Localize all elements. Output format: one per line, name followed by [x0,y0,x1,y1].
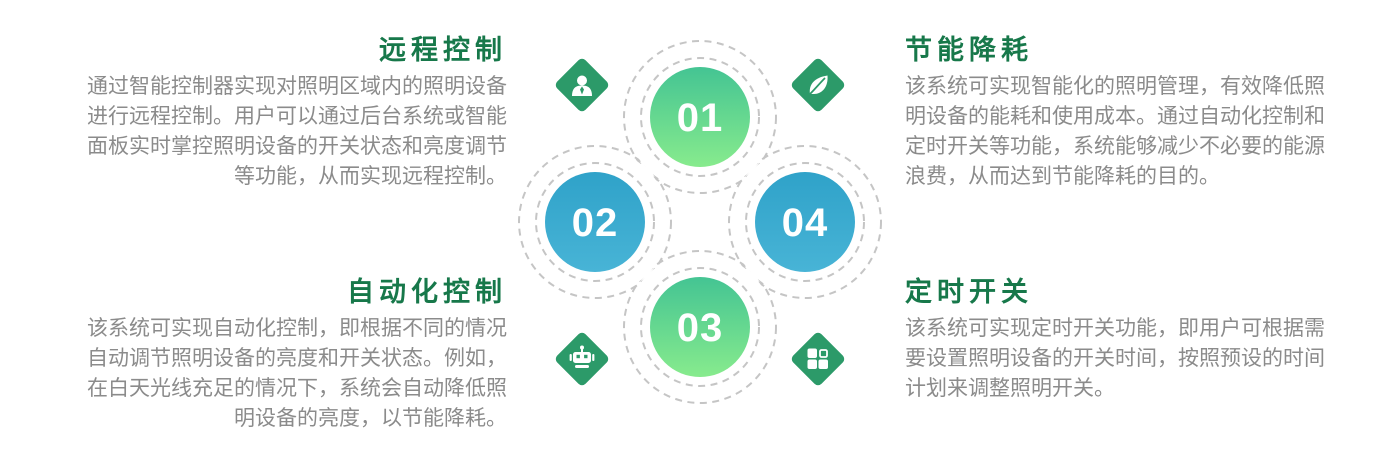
circle-number-02: 02 [572,201,619,245]
grid-icon-badge [791,332,845,386]
feature-automation-control: 自动化控制 该系统可实现自动化控制，即根据不同的情况自动调节照明设备的亮度和开关… [78,276,507,434]
grid-icon [807,348,828,369]
circle-number-01: 01 [677,96,724,140]
leaf-icon [809,75,828,95]
inner-dashed-rings [535,57,865,387]
feature-description: 该系统可实现智能化的照明管理，有效降低照明设备的能耗和使用成本。通过自动化控制和… [905,75,1325,188]
feature-title: 定时开关 [905,277,1033,307]
outer-dashed-clover [518,40,882,404]
inner-dashed-ring-left [535,162,655,282]
inner-dashed-ring-bottom [640,267,760,387]
inner-dashed-ring-top [640,57,760,177]
circle-04 [755,172,855,272]
clover-diagram: 01 02 03 04 [500,0,900,465]
feature-description: 该系统可实现自动化控制，即根据不同的情况自动调节照明设备的亮度和开关状态。例如，… [87,317,507,430]
user-icon [572,75,592,96]
feature-title: 节能降耗 [905,35,1033,65]
outer-dashed-ring-right [728,145,882,299]
diamond-shape [791,332,845,386]
circle-01 [650,67,750,167]
feature-remote-control: 远程控制 通过智能控制器实现对照明区域内的照明设备进行远程控制。用户可以通过后台… [78,34,507,192]
clover-diagram-svg: 01 02 03 04 [518,40,882,404]
circle-03 [650,277,750,377]
feature-timed-switch: 定时开关 该系统可实现定时开关功能，即用户可根据需要设置照明设备的开关时间，按照… [905,276,1337,404]
outer-dashed-ring-top [623,40,777,194]
circle-02 [545,172,645,272]
feature-title: 自动化控制 [347,277,507,307]
user-icon-badge [555,58,609,112]
feature-title: 远程控制 [379,35,507,65]
feature-description: 该系统可实现定时开关功能，即用户可根据需要设置照明设备的开关时间，按照预设的时间… [905,317,1325,400]
outer-dashed-ring-bottom [623,250,777,404]
inner-dashed-ring-right [745,162,865,282]
feature-description: 通过智能控制器实现对照明区域内的照明设备进行远程控制。用户可以通过后台系统或智能… [87,75,507,188]
leaf-icon-badge [791,58,845,112]
robot-icon-badge [555,332,609,386]
circle-number-03: 03 [677,306,724,350]
outer-dashed-ring-left [518,145,672,299]
robot-icon [569,345,595,368]
circle-number-04: 04 [782,201,829,245]
feature-energy-saving: 节能降耗 该系统可实现智能化的照明管理，有效降低照明设备的能耗和使用成本。通过自… [905,34,1337,192]
